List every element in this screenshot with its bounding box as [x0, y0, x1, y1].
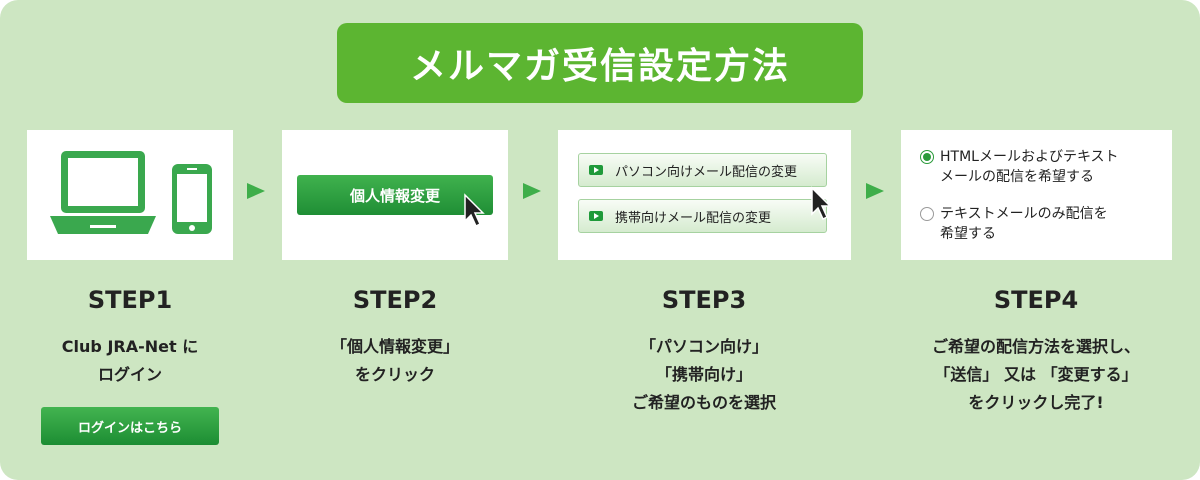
play-icon	[589, 165, 603, 175]
step3-title: STEP3	[661, 286, 747, 314]
step4-description: ご希望の配信方法を選択し、 「送信」 又は 「変更する」 をクリックし完了!	[931, 337, 1140, 412]
radio-label: テキストメールのみ配信を 希望する	[940, 206, 1108, 242]
option-label: 携帯向けメール配信の変更	[615, 210, 772, 226]
next-arrow-icon	[523, 183, 541, 199]
radio-selected-icon	[920, 150, 934, 164]
pc-mail-option-illustration: パソコン向けメール配信の変更	[578, 153, 827, 187]
radio-unselected-icon	[920, 207, 934, 221]
radio-html-and-text-option: HTMLメールおよびテキスト メールの配信を希望する	[920, 147, 1119, 187]
next-arrow-icon	[866, 183, 884, 199]
step1-title: STEP1	[87, 286, 173, 314]
option-label: パソコン向けメール配信の変更	[615, 164, 798, 180]
step2-description: 「個人情報変更」 をクリック	[330, 337, 459, 384]
cursor-icon	[464, 193, 485, 228]
step1-description: Club JRA-Net に ログイン	[61, 337, 199, 384]
personal-info-change-button-illustration: 個人情報変更	[297, 175, 493, 215]
radio-text-only-option: テキストメールのみ配信を 希望する	[920, 204, 1108, 244]
step3-card	[558, 130, 851, 260]
devices-icon	[50, 151, 212, 234]
step4-card	[901, 130, 1172, 260]
step3-description: 「パソコン向け」 「携帯向け」 ご希望のものを選択	[631, 337, 776, 412]
next-arrow-icon	[247, 183, 265, 199]
login-button[interactable]: ログインはこちら	[41, 407, 219, 445]
laptop-icon	[50, 151, 156, 234]
page-title: メルマガ受信設定方法	[337, 23, 863, 103]
step2-title: STEP2	[352, 286, 438, 314]
mobile-mail-option-illustration: 携帯向けメール配信の変更	[578, 199, 827, 233]
step1-card	[27, 130, 233, 260]
play-icon	[589, 211, 603, 221]
radio-label: HTMLメールおよびテキスト メールの配信を希望する	[940, 149, 1119, 185]
step4-title: STEP4	[993, 286, 1079, 314]
cursor-icon	[811, 186, 832, 221]
smartphone-icon	[172, 164, 212, 234]
